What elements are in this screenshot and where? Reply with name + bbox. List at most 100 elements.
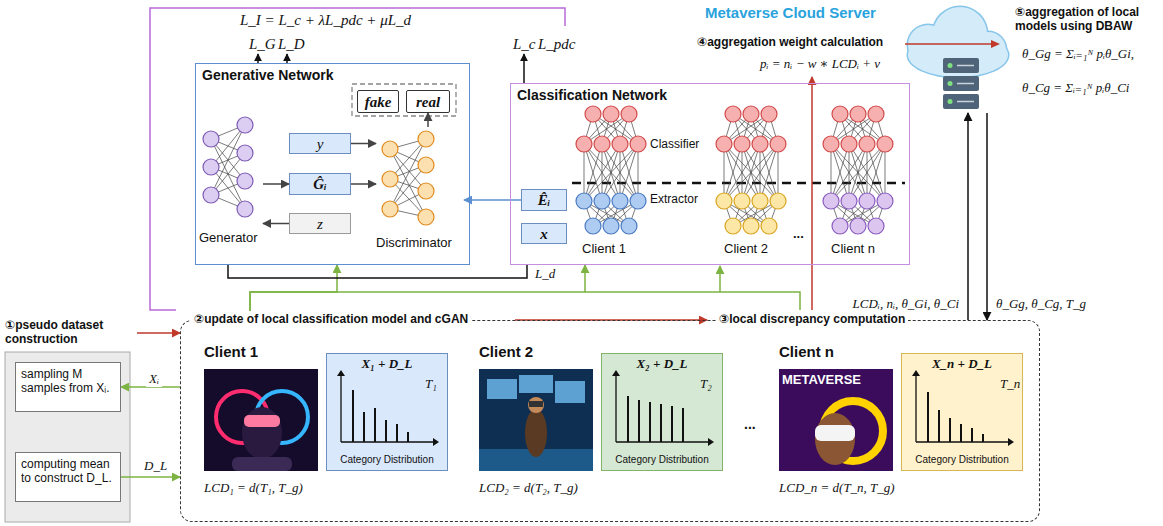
- server-unit: [943, 94, 979, 109]
- chart-bar: [627, 396, 629, 442]
- input-label: Êᵢ: [538, 191, 551, 209]
- chart-bar: [938, 410, 940, 442]
- head: [528, 397, 544, 413]
- connector: [967, 113, 969, 320]
- update-line: [585, 292, 800, 310]
- input-label: x: [540, 225, 548, 243]
- connector: [351, 143, 376, 145]
- chart-title: X₂ + D_L: [602, 356, 722, 372]
- input-box: Êᵢ: [521, 189, 567, 211]
- net-link: [584, 144, 602, 201]
- screen: [555, 381, 585, 403]
- input-box: x: [521, 223, 567, 244]
- chart-bar: [660, 404, 662, 442]
- loss-arrow: [257, 54, 259, 63]
- neuron: [734, 193, 750, 209]
- discriminator-network: Discriminator: [376, 127, 464, 253]
- image-ground: [479, 369, 593, 471]
- server-unit: [943, 58, 979, 73]
- process-text: sampling M samples from Xᵢ.: [21, 367, 115, 396]
- loss-term: L_pdc: [538, 35, 576, 53]
- discrepancy-formula: LCD₂ = d(T₂, T_g): [479, 480, 578, 496]
- server-unit: [943, 76, 979, 91]
- neuron: [877, 136, 893, 152]
- connector: [427, 113, 429, 127]
- axis-head: [337, 370, 439, 446]
- neuron: [761, 218, 777, 234]
- connector: [263, 183, 289, 185]
- neuron: [612, 193, 628, 209]
- neuron: [576, 193, 592, 209]
- box-title: Classification Network: [517, 87, 667, 104]
- loss-arrow: [523, 54, 525, 83]
- net-link: [724, 144, 778, 201]
- neuron: [576, 136, 592, 152]
- neural-net: [576, 106, 646, 234]
- server-light: [948, 99, 953, 104]
- weight-formula: pᵢ = nᵢ − w ∗ LCDᵢ + v: [760, 56, 880, 72]
- neuron: [850, 218, 866, 234]
- step-arrow: [905, 43, 992, 45]
- neuron: [841, 136, 857, 152]
- headset: [244, 415, 280, 427]
- neuron: [850, 106, 866, 122]
- generative-network-box: Generative NetworkfakerealGeneratoryĜᵢzD…: [195, 63, 470, 265]
- connector: [121, 476, 180, 478]
- node-picture: [199, 113, 263, 248]
- chart-series: T_n: [1000, 376, 1020, 392]
- client-illustration: [779, 369, 893, 471]
- neuron: [621, 106, 637, 122]
- chart-bar: [682, 408, 684, 442]
- neuron: [603, 106, 619, 122]
- layer-label: Extractor: [650, 192, 698, 206]
- chart-series: T₁: [425, 376, 437, 392]
- net-link: [831, 144, 885, 201]
- neuron: [868, 106, 884, 122]
- process-text: computing mean to construct D_L.: [21, 457, 115, 486]
- screen: [519, 375, 553, 393]
- distribution-chart: X₁ + D_L T₁ Category Distribution: [326, 353, 448, 471]
- neuron: [752, 193, 768, 209]
- loss-frame: [150, 8, 565, 310]
- chart-bar: [982, 434, 984, 442]
- neuron: [585, 218, 601, 234]
- loss-formula: L_I = L_c + λL_pdc + μL_d: [240, 11, 411, 29]
- server-slot: [957, 65, 974, 67]
- network-label: Generator: [199, 230, 258, 246]
- step-arrow: [811, 77, 813, 310]
- net-link: [584, 144, 638, 201]
- chart-axis: [616, 376, 708, 442]
- process-box: sampling M samples from Xᵢ.: [15, 362, 121, 412]
- screen: [487, 379, 517, 399]
- client-name: Client n: [779, 343, 834, 361]
- discrepancy-formula: LCD₁ = d(T₁, T_g): [204, 480, 303, 496]
- server-slot: [957, 83, 974, 85]
- edge-label: Xᵢ: [146, 371, 162, 387]
- neuron: [761, 106, 777, 122]
- image-ground: [779, 369, 893, 471]
- client-network: Client n: [823, 104, 903, 259]
- axis-label: Category Distribution: [327, 454, 447, 466]
- chart-title: X₁ + D_L: [327, 356, 447, 372]
- neuron: [630, 136, 646, 152]
- neuron: [734, 136, 750, 152]
- neuron: [752, 136, 768, 152]
- node-picture: [716, 104, 794, 259]
- neuron: [877, 193, 893, 209]
- ellipsis: ...: [744, 416, 756, 433]
- person: [815, 413, 855, 465]
- network-label: Client 1: [582, 241, 626, 257]
- image-caption: METAVERSE: [782, 372, 861, 388]
- neuron: [603, 218, 619, 234]
- connector: [464, 199, 521, 201]
- step-heading: ②update of local classification model an…: [191, 312, 471, 326]
- neuron: [237, 201, 253, 217]
- neuron: [859, 193, 875, 209]
- neuron: [612, 136, 628, 152]
- neuron: [770, 136, 786, 152]
- neuron: [418, 209, 434, 225]
- neuron: [859, 136, 875, 152]
- update-arrow: [719, 266, 721, 292]
- loss-arrow: [286, 54, 288, 63]
- server-light: [948, 63, 953, 68]
